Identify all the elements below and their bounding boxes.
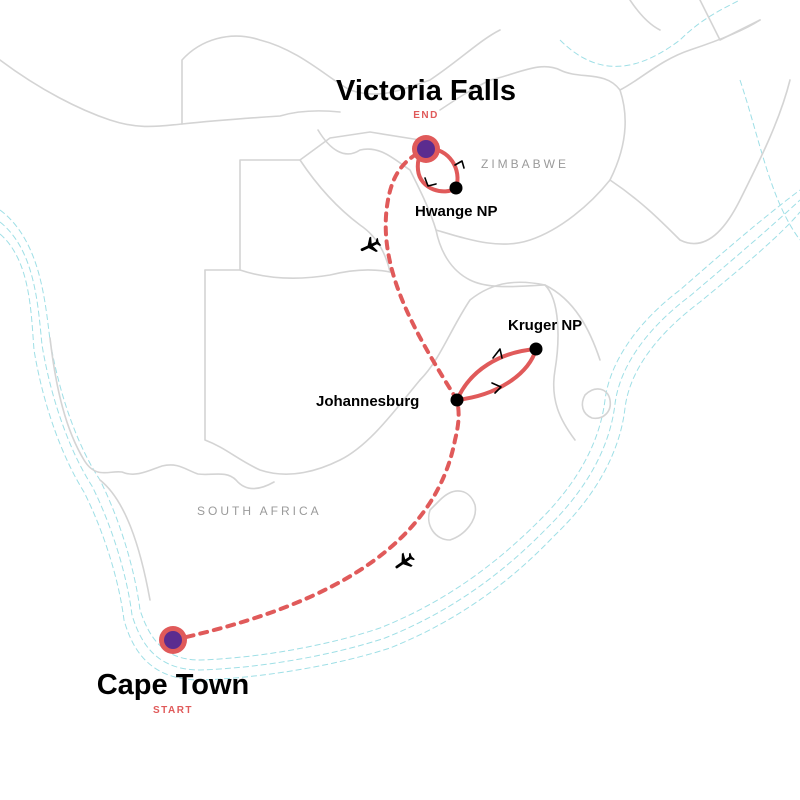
stop-marker-hwange	[449, 181, 463, 195]
coastline	[0, 0, 800, 681]
stop-label-kruger: Kruger NP	[508, 317, 582, 334]
destination-label-cape-town: Cape Town	[97, 669, 250, 701]
country-borders	[0, 0, 791, 601]
destination-label-victoria-falls: Victoria Falls	[336, 75, 516, 107]
endpoint-marker-victoria-falls	[412, 135, 440, 163]
chevron-arrow-icon	[492, 348, 503, 359]
route-overland-johannesburg-kruger-upper	[455, 347, 538, 402]
destination-tag-start: START	[153, 705, 193, 716]
stop-marker-johannesburg	[450, 393, 464, 407]
country-label-zimbabwe: ZIMBABWE	[481, 157, 569, 171]
chevron-arrow-icon	[424, 177, 437, 187]
destination-tag-end: END	[413, 110, 439, 121]
stop-label-johannesburg: Johannesburg	[316, 393, 419, 410]
airplane-icon	[360, 236, 382, 252]
airplane-icon	[395, 552, 415, 569]
stop-label-hwange: Hwange NP	[415, 203, 498, 220]
endpoint-marker-cape-town	[159, 626, 187, 654]
route-flight-johannesburg-victoria-falls	[383, 153, 459, 402]
chevron-arrow-icon	[491, 382, 502, 394]
route-flight-cape-town-johannesburg	[171, 398, 461, 642]
route-overland-kruger-johannesburg-lower	[455, 347, 538, 402]
stop-marker-kruger	[529, 342, 543, 356]
chevron-arrow-icon	[454, 160, 465, 169]
direction-arrows	[424, 160, 503, 394]
country-label-south-africa: SOUTH AFRICA	[197, 504, 322, 518]
